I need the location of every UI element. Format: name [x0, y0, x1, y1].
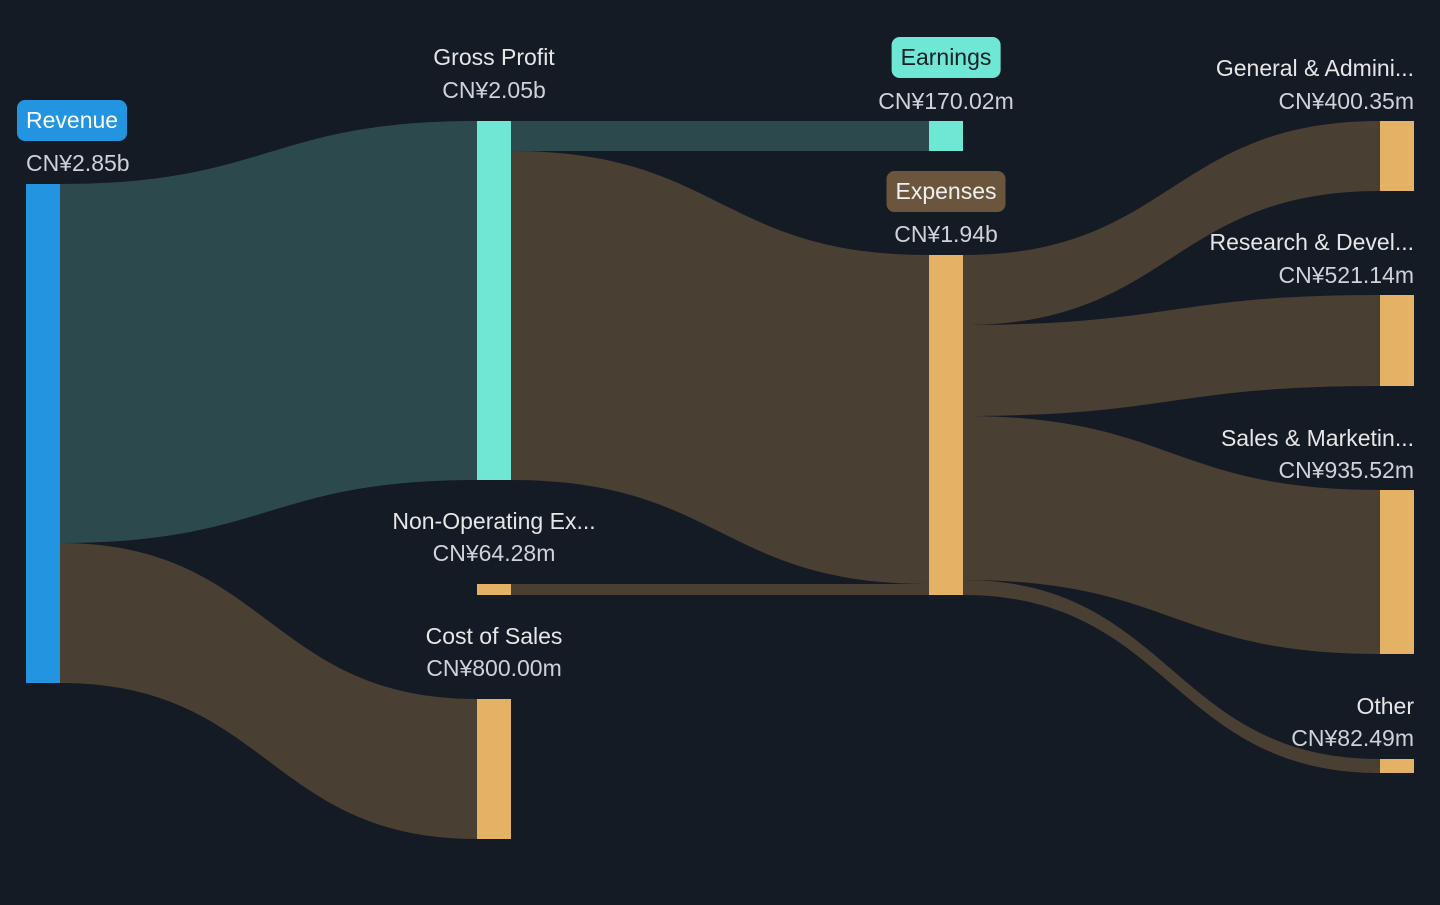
- node-bar-expenses: [929, 255, 963, 595]
- node-bar-revenue: [26, 184, 60, 683]
- node-label-sm: Sales & Marketin...: [1220, 425, 1414, 451]
- node-bar-ga: [1380, 121, 1414, 191]
- node-label-earnings: Earnings: [891, 37, 1001, 78]
- link-revenue-to-gross_profit: [60, 121, 477, 543]
- node-value-ga: CN¥400.35m: [1278, 88, 1414, 114]
- node-bar-cost_of_sales: [477, 699, 511, 839]
- node-label-gross-profit: Gross Profit: [433, 44, 555, 70]
- node-value-other: CN¥82.49m: [1291, 725, 1414, 751]
- link-gross_profit-to-earnings: [511, 121, 929, 151]
- link-gross_profit-to-expenses: [511, 151, 929, 584]
- link-expenses-to-ga: [963, 121, 1380, 325]
- node-bar-rd: [1380, 295, 1414, 386]
- link-expenses-to-sm: [963, 416, 1380, 654]
- node-value-gross-profit: CN¥2.05b: [442, 77, 546, 103]
- link-revenue-to-cost_of_sales: [60, 543, 477, 839]
- link-expenses-to-other: [963, 580, 1380, 773]
- node-value-rd: CN¥521.14m: [1278, 262, 1414, 288]
- node-bar-gross_profit: [477, 121, 511, 480]
- node-bar-non_operating: [477, 584, 511, 595]
- node-value-revenue: CN¥2.85b: [26, 150, 130, 176]
- node-value-non-operating: CN¥64.28m: [432, 540, 556, 566]
- node-bar-sm: [1380, 490, 1414, 654]
- node-value-earnings: CN¥170.02m: [878, 88, 1014, 114]
- node-label-cost-of-sales: Cost of Sales: [425, 623, 563, 649]
- node-label-ga: General & Admini...: [1215, 55, 1414, 81]
- node-label-expenses: Expenses: [886, 171, 1006, 212]
- node-bar-earnings: [929, 121, 963, 151]
- node-label-revenue: Revenue: [17, 100, 128, 141]
- node-bar-other: [1380, 759, 1414, 773]
- node-label-non-operating: Non-Operating Ex...: [392, 508, 596, 534]
- link-expenses-to-rd: [963, 295, 1380, 416]
- link-non_operating-to-expenses: [511, 584, 929, 595]
- node-value-cost-of-sales: CN¥800.00m: [426, 655, 562, 681]
- node-label-other: Other: [1356, 693, 1414, 719]
- node-value-expenses: CN¥1.94b: [894, 221, 998, 247]
- node-value-sm: CN¥935.52m: [1278, 457, 1414, 483]
- node-label-rd: Research & Devel...: [1209, 229, 1414, 255]
